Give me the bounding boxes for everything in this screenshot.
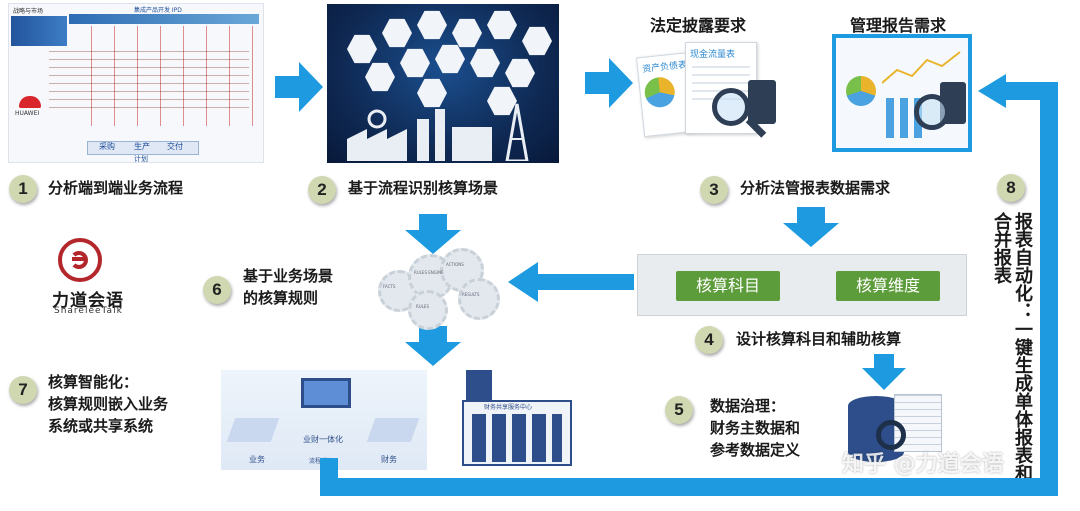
process-text-blocks — [49, 44, 249, 114]
gear-label-rules-engine: RULES ENGINE — [414, 270, 444, 275]
process-flow-panel: 战略与市场 集成产品开发 IPD HUAWEI 采购 生产 交付 计划 — [8, 3, 264, 163]
feedback-arrowhead-icon — [978, 74, 1006, 108]
management-report-illustration — [832, 34, 972, 152]
system-right-label: 财务 — [381, 455, 397, 464]
feedback-loop-line-top — [1000, 82, 1058, 100]
brand-logo-icon — [58, 238, 102, 282]
business-finance-system-illustration: 业财一体化 业务 财务 流程 数据 — [221, 370, 427, 470]
system-left-label: 业务 — [249, 455, 265, 464]
magnifier-icon — [712, 88, 750, 126]
step-6-label-line1: 基于业务场景 — [243, 267, 334, 285]
step-8-badge: 8 — [997, 174, 1025, 202]
step-1-badge: 1 — [9, 175, 37, 203]
arrow-3-down-icon — [783, 207, 839, 247]
platform-right — [366, 418, 420, 442]
watermark-text: 知乎 @力道会语 — [842, 452, 1004, 477]
hex-icon — [487, 10, 517, 40]
management-report-title: 管理报告需求 — [850, 16, 947, 35]
hex-icon — [382, 18, 412, 48]
feedback-loop-line-left — [320, 458, 338, 496]
legal-docs-illustration: 资产负债表 现金流量表 — [635, 40, 785, 150]
process-pill-deliver: 交付 — [167, 142, 183, 151]
huawei-logo-icon — [19, 96, 41, 108]
gear-label-actions: ACTIONS — [446, 262, 464, 267]
gear-icon — [408, 290, 448, 330]
hex-icon — [347, 34, 377, 64]
step-5-badge: 5 — [665, 396, 693, 424]
building-columns — [472, 414, 562, 462]
gear-icon — [458, 278, 500, 320]
process-left-label: 战略与市场 — [13, 8, 44, 15]
process-pill-bar — [87, 141, 199, 155]
scenario-tech-panel — [327, 4, 559, 163]
database-illustration — [842, 392, 952, 470]
shared-service-building-illustration: 财务共享服务中心 — [462, 370, 572, 466]
database-magnifier-icon — [876, 420, 906, 450]
building-sign: 财务共享服务中心 — [484, 404, 533, 411]
step-4-label: 设计核算科目和辅助核算 — [736, 330, 902, 348]
report-line-chart — [882, 51, 961, 84]
step-2-badge: 2 — [308, 176, 336, 204]
step-7-label-line2: 核算规则嵌入业务 — [48, 395, 169, 413]
arrow-chips-to-6-icon — [508, 262, 634, 302]
feedback-loop-line-bottom — [320, 478, 1058, 496]
feedback-loop-line-right — [1040, 82, 1058, 496]
hex-icon — [435, 44, 465, 74]
process-timeline — [69, 26, 259, 126]
step-3-label: 分析法管报表数据需求 — [740, 179, 891, 197]
step-6-badge: 6 — [203, 276, 231, 304]
step-2-label: 基于流程识别核算场景 — [348, 179, 499, 197]
step-5-label-line1: 数据治理： — [710, 397, 786, 415]
process-left-block — [11, 16, 67, 46]
legal-requirement-title: 法定披露要求 — [650, 16, 747, 35]
huawei-logo-text: HUAWEI — [15, 110, 40, 117]
data-sheet-icon — [894, 394, 942, 452]
step-7-label-line1: 核算智能化： — [48, 373, 139, 391]
step-3-badge: 3 — [700, 176, 728, 204]
rules-gears-illustration: FACTS ACTIONS RULES ENGINE RESULTS RULES — [378, 248, 500, 330]
platform-left — [226, 418, 280, 442]
hex-icon — [522, 26, 552, 56]
arrow-1-to-2-icon — [275, 62, 323, 112]
brand-subtitle: ShareleeTalk — [54, 306, 123, 316]
step-7-label-line3: 系统或共享系统 — [48, 417, 154, 435]
arrow-2-down-icon — [405, 214, 461, 254]
hex-icon — [452, 18, 482, 48]
step-7-badge: 7 — [9, 376, 37, 404]
step-5-label-line2: 财务主数据和 — [710, 419, 801, 437]
brand-name: 力道会语 — [52, 291, 124, 311]
factory-icon — [347, 103, 529, 161]
hex-icon — [417, 10, 447, 40]
report-magnifier-icon — [914, 94, 950, 130]
gear-label-results: RESULTS — [462, 292, 480, 297]
arrow-4-down-icon — [862, 354, 906, 390]
arrow-2-to-3-icon — [585, 58, 633, 108]
process-pill-purchase: 采购 — [99, 142, 115, 151]
step-4-badge: 4 — [695, 326, 723, 354]
arrow-6-down-icon — [405, 326, 461, 366]
accounting-design-panel: 核算科目 核算维度 — [637, 254, 967, 316]
process-plan-label: 计划 — [134, 155, 148, 163]
process-header: 集成产品开发 IPD — [134, 7, 182, 14]
laptop-icon — [301, 378, 351, 408]
system-center-label: 业财一体化 — [303, 435, 343, 444]
cashflow-label: 现金流量表 — [690, 50, 736, 60]
gear-label-facts: FACTS — [383, 284, 396, 289]
gear-label-rules: RULES — [416, 304, 430, 309]
step-6-label-line2: 的核算规则 — [243, 289, 319, 307]
hex-icon — [505, 58, 535, 88]
hex-icon — [365, 62, 395, 92]
calculator-icon — [748, 80, 776, 124]
accounting-dimension-chip: 核算维度 — [836, 271, 940, 301]
step-5-label-line3: 参考数据定义 — [710, 441, 801, 459]
hex-icon — [400, 48, 430, 78]
process-pill-produce: 生产 — [134, 142, 150, 151]
step-8-vertical-label: 报表自动化：一键生成单体报表和合并报表 — [991, 212, 1033, 482]
step-1-label: 分析端到端业务流程 — [48, 179, 184, 197]
process-header-bar — [69, 14, 259, 24]
report-pie-chart — [846, 76, 876, 106]
accounting-subject-chip: 核算科目 — [676, 271, 780, 301]
hex-icon — [470, 48, 500, 78]
